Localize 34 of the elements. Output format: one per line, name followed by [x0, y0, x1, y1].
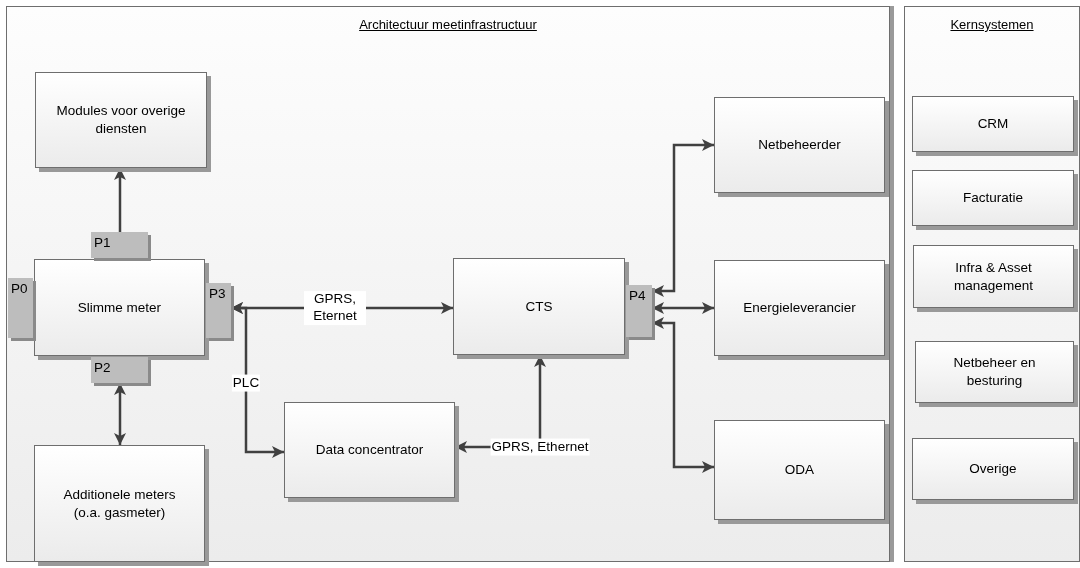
box-label: CRM [976, 115, 1010, 133]
box-label: CTS [524, 297, 554, 316]
panel-heading: Kernsystemen [950, 17, 1034, 32]
box-label: Netbeheerder [757, 136, 842, 154]
port-label: P1 [94, 235, 111, 250]
box-label: Infra & Asset management [953, 258, 1034, 295]
box-label: Additionele meters (o.a. gasmeter) [62, 485, 177, 522]
edge-label: GPRS, Eternet [304, 291, 366, 325]
port-block [626, 285, 652, 337]
edge-label: PLC [231, 374, 261, 392]
arrow [114, 383, 126, 445]
port-block [91, 357, 148, 383]
box-label: Netbeheer en besturing [952, 354, 1037, 390]
box-label: Slimme meter [76, 298, 163, 317]
group-panel [904, 6, 1080, 562]
box-label: Overige [968, 460, 1018, 478]
panel-heading: Architectuur meetinfrastructuur [359, 17, 537, 32]
port-label: P4 [629, 288, 646, 303]
box-label: ODA [783, 461, 816, 479]
box-label: Energieleverancier [742, 299, 857, 317]
port-label: P2 [94, 360, 111, 375]
arrow [652, 317, 714, 473]
arrow [231, 302, 284, 458]
port-label: P3 [209, 286, 226, 301]
port-block [206, 283, 231, 338]
box-label: Modules voor overige diensten [55, 102, 187, 138]
port-label: P0 [11, 281, 28, 296]
box-label: Data concentrator [314, 441, 425, 459]
edge-label: GPRS, Ethernet [490, 438, 590, 456]
arrow [652, 139, 714, 297]
arrow [652, 302, 714, 314]
port-block [91, 232, 148, 258]
box-label: Facturatie [962, 189, 1024, 207]
port-block [8, 278, 33, 338]
